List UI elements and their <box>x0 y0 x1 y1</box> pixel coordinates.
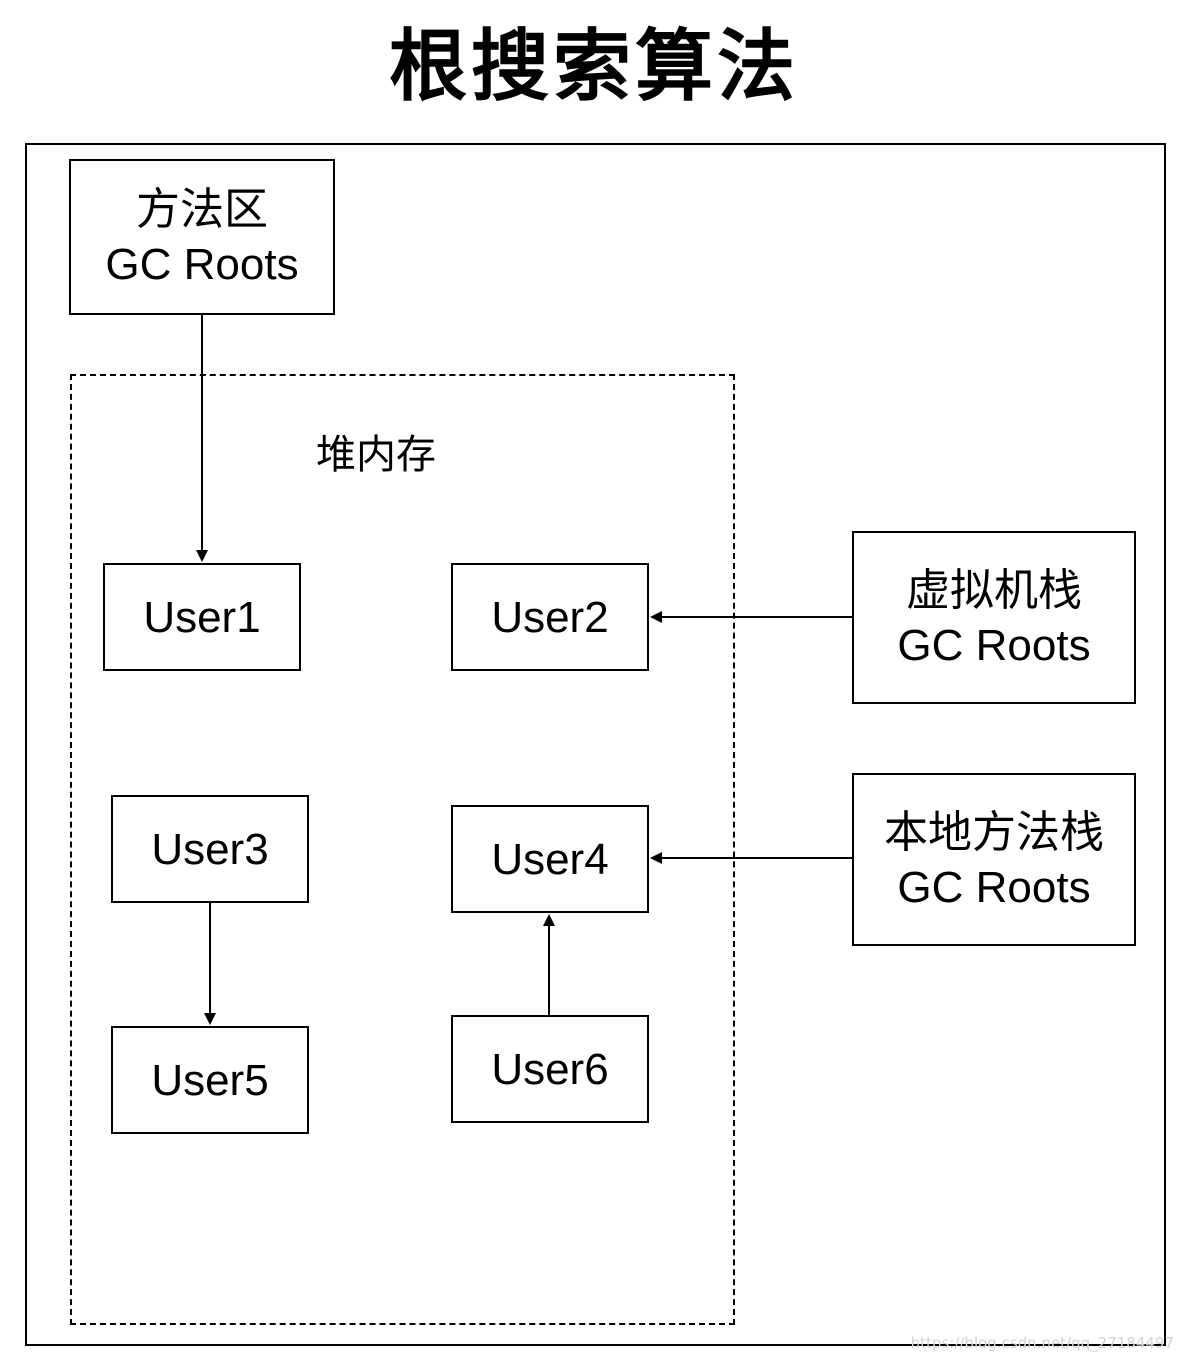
user5-label: User5 <box>151 1055 269 1105</box>
user3-node: User3 <box>111 795 309 903</box>
user3-label: User3 <box>151 824 269 874</box>
user1-label: User1 <box>143 592 261 642</box>
user2-label: User2 <box>491 592 609 642</box>
method-area-gc-roots-label: GC Roots <box>105 240 299 289</box>
user6-node: User6 <box>451 1015 649 1123</box>
user5-node: User5 <box>111 1026 309 1134</box>
vm-stack-gc-roots-label: GC Roots <box>897 620 1091 670</box>
user1-node: User1 <box>103 563 301 671</box>
native-method-stack-gc-roots-label: GC Roots <box>897 862 1091 912</box>
outer-frame <box>25 143 1166 1346</box>
watermark-text: https://blog.csdn.net/qq_27184497 <box>910 1334 1174 1352</box>
user4-node: User4 <box>451 805 649 913</box>
user6-label: User6 <box>491 1044 609 1094</box>
method-area-label: 方法区 <box>136 184 268 235</box>
user2-node: User2 <box>451 563 649 671</box>
heap-region <box>70 374 735 1325</box>
native-method-stack-root: 本地方法栈 GC Roots <box>852 773 1136 946</box>
diagram-title: 根搜索算法 <box>388 22 799 112</box>
method-area-root: 方法区 GC Roots <box>69 159 335 315</box>
heap-label: 堆内存 <box>316 432 436 478</box>
native-method-stack-label: 本地方法栈 <box>884 806 1104 858</box>
user4-label: User4 <box>491 834 609 884</box>
vm-stack-label: 虚拟机栈 <box>906 564 1082 616</box>
vm-stack-root: 虚拟机栈 GC Roots <box>852 531 1136 704</box>
